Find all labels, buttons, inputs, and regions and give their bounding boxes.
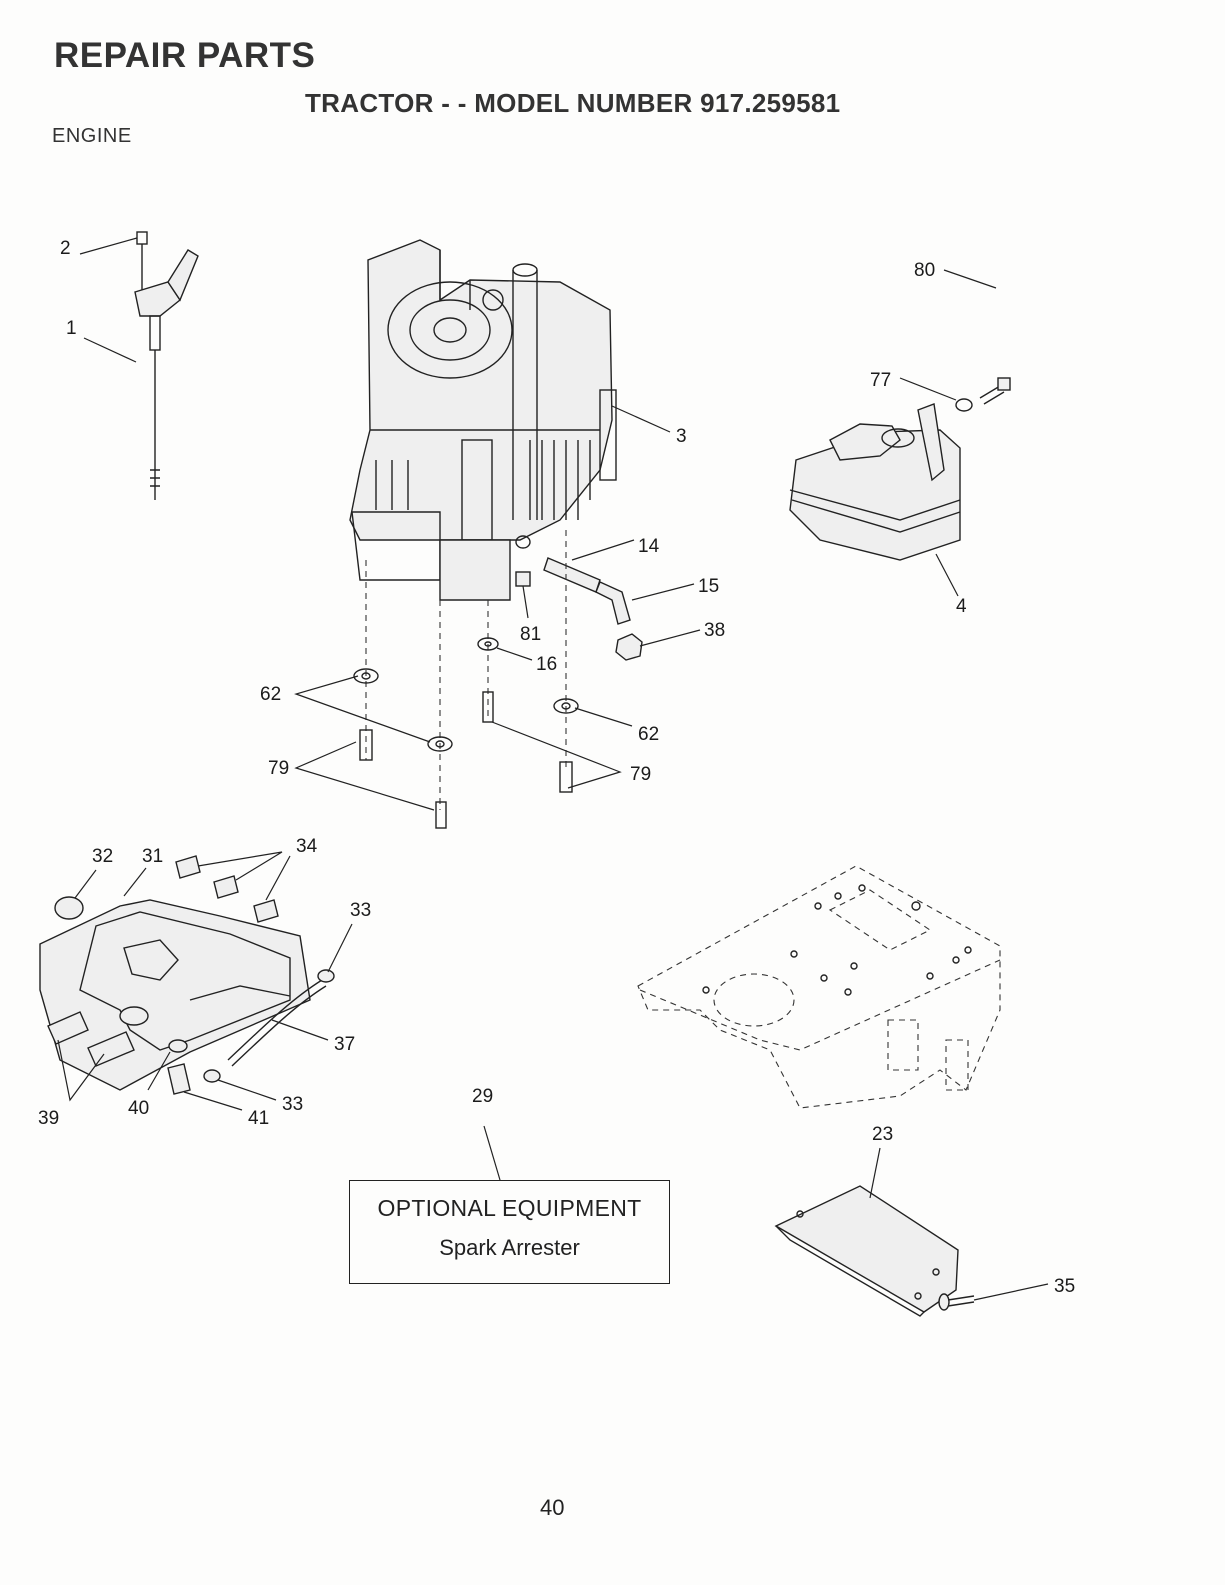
callout-23: 23 (872, 1124, 893, 1145)
leader-2 (80, 238, 137, 254)
leader-16 (497, 648, 532, 660)
engine-drawing (350, 240, 616, 600)
leader-34-a (198, 852, 282, 880)
leader-79-left (296, 742, 434, 810)
leader-81 (523, 586, 528, 618)
leader-14 (572, 540, 634, 560)
callout-40: 40 (128, 1098, 149, 1119)
callout-16: 16 (536, 654, 557, 675)
callout-14: 14 (638, 536, 660, 557)
leader-79-right (492, 722, 620, 788)
callout-32: 32 (92, 846, 113, 867)
callout-3: 3 (676, 426, 687, 447)
leader-29 (484, 1126, 500, 1180)
callout-41: 41 (248, 1108, 269, 1129)
callout-38: 38 (704, 620, 725, 641)
leader-31 (124, 868, 146, 896)
callout-29: 29 (472, 1086, 493, 1107)
callout-62-right: 62 (638, 724, 659, 745)
callout-1: 1 (66, 318, 77, 339)
leader-33-bottom (218, 1080, 276, 1100)
page-number: 40 (540, 1495, 564, 1521)
leader-33-top (328, 924, 352, 972)
leader-37 (272, 1020, 328, 1040)
leader-38 (640, 630, 700, 646)
leader-15 (632, 584, 694, 600)
callout-79-right: 79 (630, 764, 651, 785)
leader-62-right (575, 708, 632, 726)
callout-77: 77 (870, 370, 891, 391)
callout-39: 39 (38, 1108, 59, 1129)
callout-35: 35 (1054, 1276, 1075, 1297)
throttle-control-drawing (135, 232, 198, 500)
leader-23 (870, 1148, 880, 1198)
callout-2: 2 (60, 238, 71, 259)
leader-4 (936, 554, 958, 596)
leader-41 (184, 1092, 242, 1110)
callout-80: 80 (914, 260, 935, 281)
leader-35 (974, 1284, 1048, 1300)
callout-62-left: 62 (260, 684, 281, 705)
muffler-drawing (790, 378, 1010, 560)
callout-34: 34 (296, 836, 318, 857)
leader-1 (84, 338, 136, 362)
engine-base-drawing (40, 856, 310, 1094)
leader-62-left (296, 676, 430, 742)
optional-equipment-item: Spark Arrester (350, 1235, 669, 1261)
heat-shield-drawing (776, 1186, 974, 1316)
leader-3 (612, 406, 670, 432)
callout-37: 37 (334, 1034, 355, 1055)
optional-equipment-heading: OPTIONAL EQUIPMENT (350, 1195, 669, 1222)
leader-32 (75, 870, 96, 898)
leader-34-b (266, 856, 290, 900)
leader-77 (900, 378, 956, 400)
callout-33-bottom: 33 (282, 1094, 303, 1115)
callout-79-left: 79 (268, 758, 289, 779)
callout-15: 15 (698, 576, 719, 597)
optional-equipment-box: OPTIONAL EQUIPMENT Spark Arrester (349, 1180, 670, 1284)
leader-80 (944, 270, 996, 288)
frame-reference-drawing (638, 866, 1000, 1108)
callout-4: 4 (956, 596, 967, 617)
callout-31: 31 (142, 846, 163, 867)
callout-33-top: 33 (350, 900, 371, 921)
callout-81: 81 (520, 624, 541, 645)
